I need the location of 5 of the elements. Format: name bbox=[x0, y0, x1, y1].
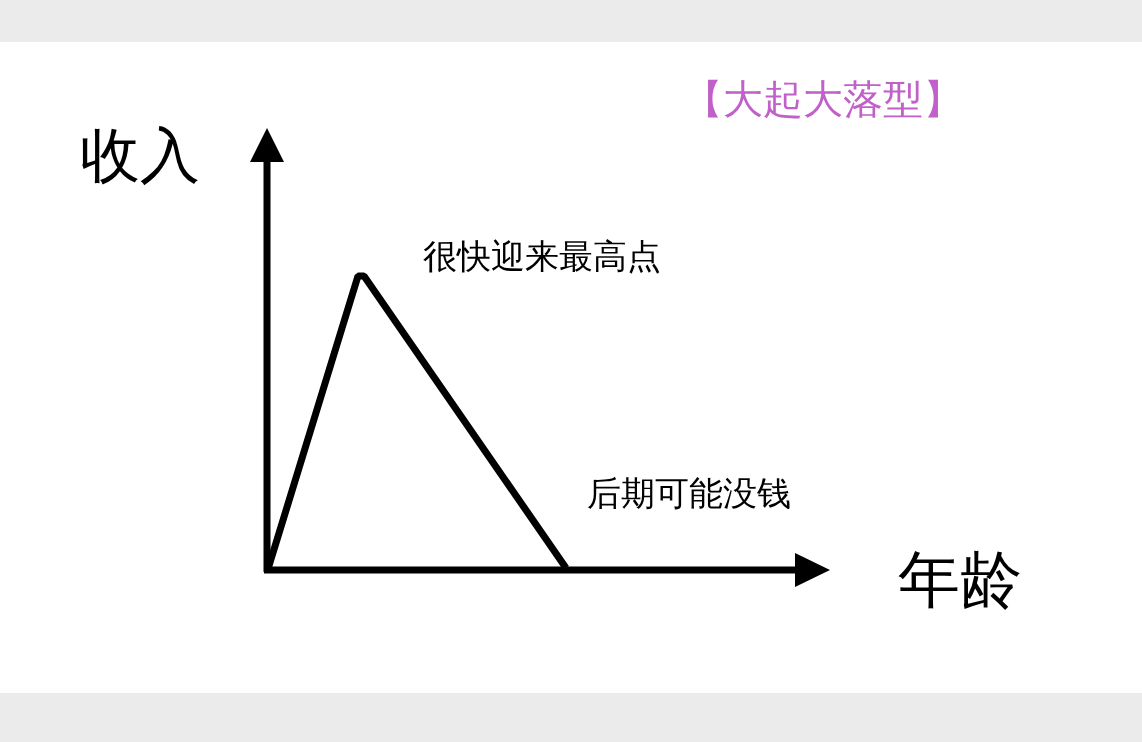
x-axis-label: 年龄 bbox=[898, 549, 1022, 611]
chart-title: 【大起大落型】 bbox=[683, 79, 963, 119]
late-stage-annotation: 后期可能没钱 bbox=[587, 476, 791, 510]
peak-annotation: 很快迎来最高点 bbox=[423, 239, 661, 273]
y-axis-label: 收入 bbox=[80, 126, 200, 186]
